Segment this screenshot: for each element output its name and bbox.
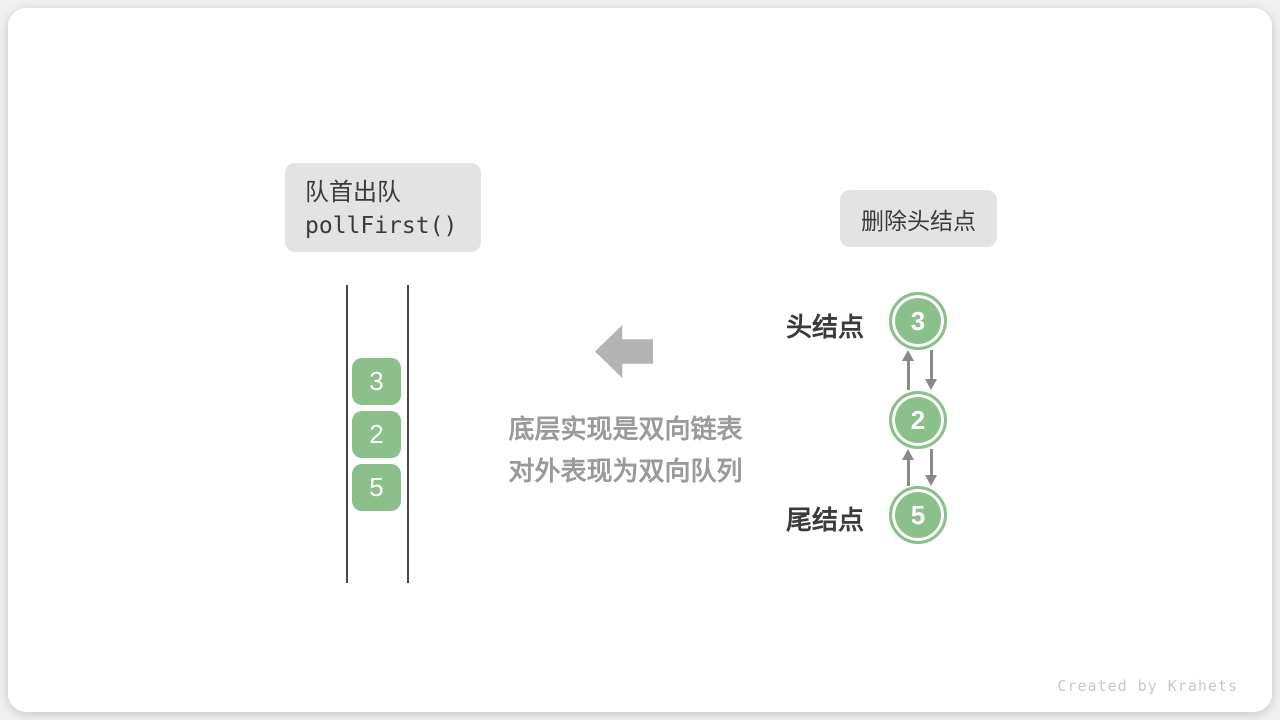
arrow-shaft bbox=[907, 457, 910, 486]
deque-element: 2 bbox=[352, 411, 401, 458]
deque-container: 3 2 5 bbox=[338, 285, 418, 583]
deque-rail-right bbox=[407, 285, 409, 583]
arrow-head bbox=[925, 475, 937, 486]
down-arrow-icon bbox=[925, 350, 938, 390]
deque-rail-left bbox=[346, 285, 348, 583]
head-node-label: 头结点 bbox=[786, 312, 865, 342]
arrow-head bbox=[925, 379, 937, 390]
arrow-shaft bbox=[930, 449, 933, 478]
tail-node-label: 尾结点 bbox=[786, 505, 865, 535]
note-line-1: 底层实现是双向链表 bbox=[508, 414, 743, 444]
left-block-arrow-icon bbox=[595, 325, 653, 378]
up-arrow-icon bbox=[902, 350, 915, 390]
up-arrow-icon bbox=[902, 449, 915, 486]
down-arrow-icon bbox=[925, 449, 938, 486]
arrow-shaft bbox=[930, 350, 933, 382]
linked-list-node: 5 bbox=[889, 486, 947, 544]
arrow-head bbox=[902, 350, 914, 361]
linked-list-node: 2 bbox=[889, 391, 947, 449]
operation-label-box: 队首出队 pollFirst() bbox=[285, 163, 481, 252]
deque-element: 5 bbox=[352, 464, 401, 511]
diagram-card: 队首出队 pollFirst() 删除头结点 3 2 5 底层实现是双向链表 对… bbox=[8, 8, 1272, 712]
linked-list-node: 3 bbox=[889, 292, 947, 350]
deque-element: 3 bbox=[352, 358, 401, 405]
node-link-arrows bbox=[902, 350, 938, 390]
arrow-shaft bbox=[907, 358, 910, 390]
node-link-arrows bbox=[902, 449, 938, 486]
credit-text: Created by Krahets bbox=[1057, 677, 1238, 695]
operation-title: 队首出队 bbox=[305, 179, 401, 206]
action-label-box: 删除头结点 bbox=[840, 190, 997, 247]
operation-method-name: pollFirst() bbox=[305, 213, 458, 239]
note-line-2: 对外表现为双向队列 bbox=[508, 456, 743, 486]
arrow-head bbox=[902, 449, 914, 460]
note-text: 底层实现是双向链表 对外表现为双向队列 bbox=[468, 408, 783, 492]
